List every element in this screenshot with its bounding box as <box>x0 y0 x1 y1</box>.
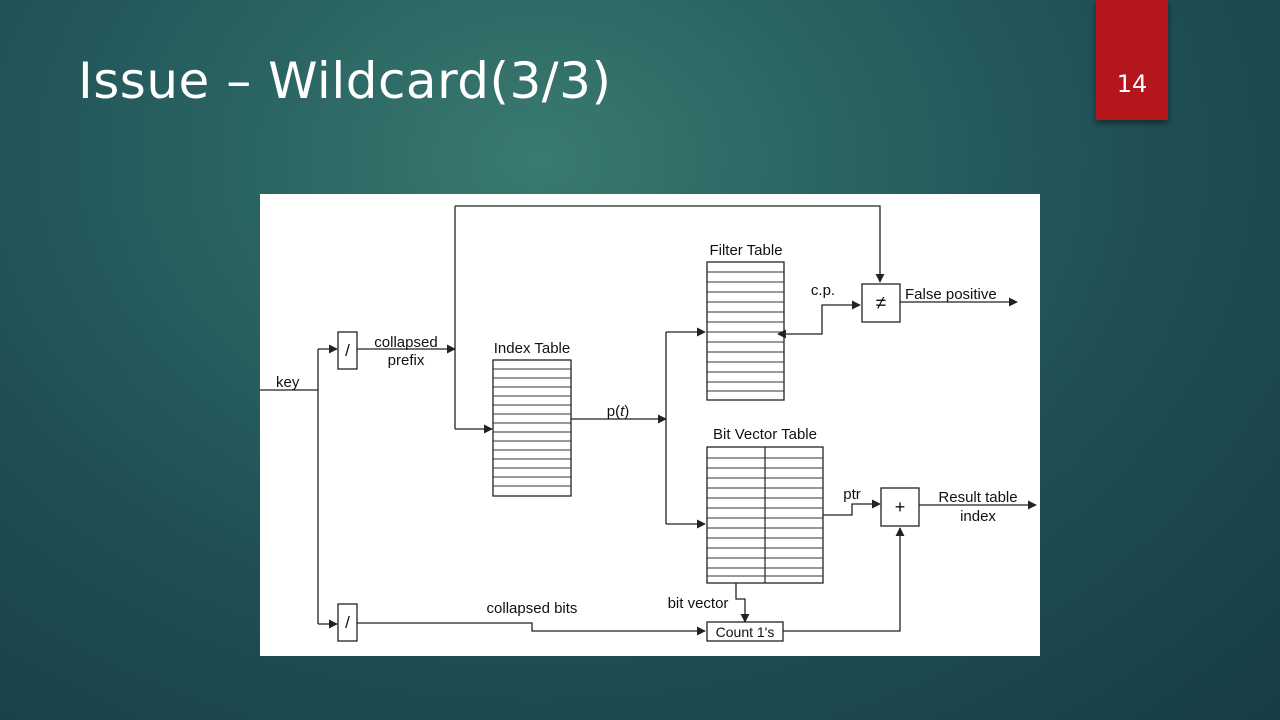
index-table <box>492 359 572 497</box>
filter-table-rows <box>707 271 784 392</box>
arrow-collapsed-bits <box>357 622 706 636</box>
arrow-bit-vector <box>735 583 750 623</box>
page-number-badge: 14 <box>1096 0 1168 120</box>
slide-title: Issue – Wildcard(3/3) <box>78 52 612 110</box>
arrow-count-to-adder <box>783 527 905 632</box>
collapsed-prefix-label-1: collapsed <box>374 334 437 351</box>
key-label: key <box>276 374 300 391</box>
wildcard-lookup-diagram: key / collapsed prefix Index Table <box>260 194 1040 656</box>
bits-collapse-symbol: / <box>345 613 350 632</box>
bit-vector-label: bit vector <box>668 595 729 612</box>
index-table-label: Index Table <box>494 340 570 357</box>
collapsed-bits-label: collapsed bits <box>487 600 578 617</box>
adder-box <box>880 487 920 527</box>
result-label-line2: index <box>960 508 996 525</box>
result-label-line1: Result table <box>938 489 1017 506</box>
prefix-collapse-symbol: / <box>345 341 350 360</box>
bit-vector-table-label: Bit Vector Table <box>713 426 817 443</box>
count-ones-label: Count 1's <box>716 624 775 640</box>
filter-table <box>706 261 785 401</box>
filter-table-label: Filter Table <box>709 242 782 259</box>
arrow-prefix-to-compare <box>455 205 885 283</box>
cp-label: c.p. <box>811 282 835 299</box>
pt-label: p(t) <box>607 403 630 420</box>
page-number: 14 <box>1116 70 1148 98</box>
collapsed-prefix-label-2: prefix <box>388 352 425 369</box>
bit-vector-table-rows <box>707 457 823 577</box>
not-equal-symbol: ≠ <box>876 293 886 314</box>
arrow-ptr <box>823 499 881 516</box>
cp-connection <box>776 300 861 339</box>
ptr-label: ptr <box>843 486 861 503</box>
compare-box <box>861 283 901 323</box>
plus-symbol: + <box>895 497 906 517</box>
index-table-rows <box>493 368 571 487</box>
false-positive-label: False positive <box>905 286 997 303</box>
prefix-collapse-box <box>337 331 358 370</box>
